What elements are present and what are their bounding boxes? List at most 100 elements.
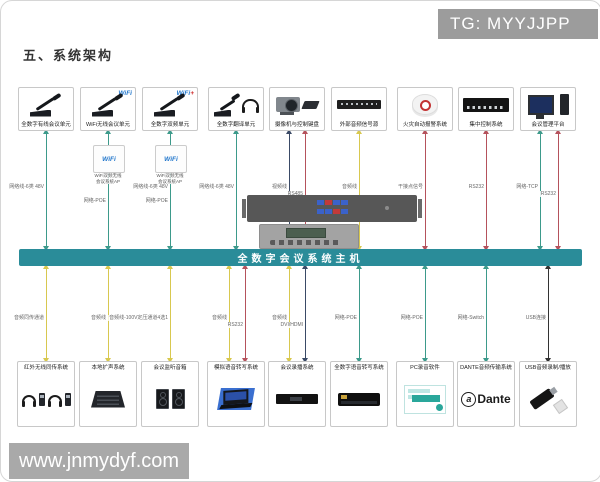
- wifi-ap-label-line2: 会议系统AP: [157, 178, 182, 184]
- device-label: 全数字翻译单元: [216, 122, 256, 128]
- link-label: USB连接: [524, 315, 547, 321]
- device-label: 红外无线同传系统: [23, 365, 68, 371]
- device-label: 集中控制系统: [469, 122, 503, 128]
- device-translator-unit: 全数字翻译单元: [208, 87, 264, 131]
- pc-tower-icon: [559, 94, 569, 115]
- ptz-camera-icon: [276, 97, 300, 115]
- device-usb-audio-record-play: USB音频录制/播放: [519, 361, 577, 427]
- fire-alarm-icon: [412, 94, 438, 115]
- dante-logo-text: Dante: [477, 392, 511, 406]
- usb-drive-icon: [529, 388, 555, 410]
- wifi-ap-label-line2: 会议系统AP: [95, 178, 120, 184]
- gooseneck-mic-icon: [153, 92, 187, 117]
- link-line-bottom-3: [167, 264, 173, 363]
- device-label: 会议管理平台: [531, 122, 565, 128]
- ir-receiver-icon: [64, 392, 71, 406]
- link-line-bottom-1: [43, 264, 49, 363]
- page-title: 五、系统架构: [23, 48, 114, 63]
- link-line-top-4: [233, 129, 239, 251]
- link-label: 音频线: [210, 315, 228, 321]
- link-line-bottom-7: [422, 264, 428, 363]
- dante-logo-mark: a: [461, 391, 477, 407]
- device-label: 全数字有线会议单元: [21, 122, 71, 128]
- control-keyboard-icon: [301, 100, 320, 109]
- link-label: 网络线-6类 48V: [132, 184, 169, 190]
- host-led: [385, 206, 389, 210]
- link-label: 网络-TCP: [515, 184, 539, 190]
- tg-badge: TG: MYYJJPP: [438, 9, 598, 39]
- link-line-top-1: [43, 129, 49, 251]
- link-label: 干接点信号: [396, 184, 424, 190]
- device-label: 火灾自动报警系统: [402, 122, 447, 128]
- wifi-ap-box: WiFi: [93, 145, 125, 173]
- dante-logo: a Dante: [461, 391, 511, 407]
- device-fire-alarm-system: 火灾自动报警系统: [397, 87, 453, 131]
- device-label: 会议录播系统: [280, 365, 314, 371]
- wifi-ap-label: WiFi双频无线 会议系统AP: [147, 173, 193, 184]
- audio-source-rack-icon: [337, 100, 381, 109]
- link-line-bottom-4a: [226, 264, 232, 363]
- ir-receiver-icon: [38, 392, 45, 406]
- recorder-rack-icon: [276, 394, 318, 404]
- link-label: 视频线: [270, 184, 288, 190]
- link-line-bottom-6: [356, 264, 362, 363]
- link-line-bottom-5b: [302, 264, 308, 363]
- usb-cap-icon: [552, 398, 569, 414]
- headphones-icon: [242, 99, 259, 113]
- link-label: 音频线-100V定压通道4选1: [108, 315, 169, 321]
- wifi-ap-label-line1: WiFi双频无线: [94, 173, 122, 178]
- link-line-bottom-8: [483, 264, 489, 363]
- device-label: USB音频录制/播放: [525, 365, 571, 371]
- headphones-icon: [47, 394, 62, 407]
- wifi-icon: WiFi: [118, 90, 132, 97]
- device-label: WiFi无线会议单元: [86, 122, 130, 128]
- link-label: RS232: [539, 191, 557, 197]
- link-label: 网络-POE: [333, 315, 358, 321]
- device-label: 全数字双频单元: [150, 122, 190, 128]
- link-line-top-3: [167, 129, 173, 251]
- device-management-platform: 会议管理平台: [520, 87, 576, 131]
- host-buttons: [270, 240, 342, 245]
- device-pc-recording-software: PC录音软件: [396, 361, 454, 427]
- link-line-top-9b: [555, 129, 561, 251]
- link-label: RS232: [226, 322, 244, 328]
- link-label: 音频线: [270, 315, 288, 321]
- speaker-icon: [171, 389, 185, 409]
- link-label: 网络线-6类 48V: [8, 184, 45, 190]
- device-wifi-conference-unit: WiFi WiFi无线会议单元: [80, 87, 136, 131]
- wifi-ap-label: WiFi双频无线 会议系统AP: [85, 173, 131, 184]
- link-label: RS485: [286, 191, 304, 197]
- device-label: 会议监听音箱: [153, 365, 187, 371]
- laptop-icon: [217, 388, 255, 410]
- link-label: 网络-Switch: [456, 315, 485, 321]
- device-local-pa-system: 本地扩声系统: [79, 361, 137, 427]
- wifi-icon: WiFi: [102, 155, 116, 163]
- transcriber-rack-icon: [338, 392, 380, 406]
- headphones-icon: [21, 394, 36, 407]
- link-label: 网络线-6类 48V: [198, 184, 235, 190]
- device-label: 模拟语音转写系统: [213, 365, 258, 371]
- host-button-grid: [317, 200, 349, 217]
- device-recording-broadcast-system: 会议录播系统: [268, 361, 326, 427]
- monitor-icon: [527, 94, 554, 119]
- link-label: 音频同传通道: [12, 315, 45, 321]
- central-control-rack-icon: [463, 97, 509, 112]
- link-line-bottom-4b: [242, 264, 248, 363]
- link-label: RS232: [467, 184, 485, 190]
- device-central-control-system: 集中控制系统: [458, 87, 514, 131]
- link-label: 网络-POE: [144, 198, 169, 204]
- link-line-bottom-5a: [286, 264, 292, 363]
- device-camera-keyboard: 摄像机与控制键盘: [269, 87, 325, 131]
- host-rack-unit: [242, 195, 422, 222]
- device-dualband-unit: WiFi+ 全数字双频单元: [142, 87, 198, 131]
- link-label: DVI/HDMI: [279, 322, 304, 328]
- gooseneck-mic-icon: [29, 92, 63, 117]
- link-label: 网络-POE: [82, 198, 107, 204]
- device-label: 外部音频信号源: [339, 122, 379, 128]
- device-monitor-speakers: 会议监听音箱: [141, 361, 199, 427]
- host-controller-unit: [259, 224, 359, 249]
- speaker-icon: [155, 389, 169, 409]
- wifi-icon: WiFi: [164, 155, 178, 163]
- device-label: 摄像机与控制键盘: [274, 122, 319, 128]
